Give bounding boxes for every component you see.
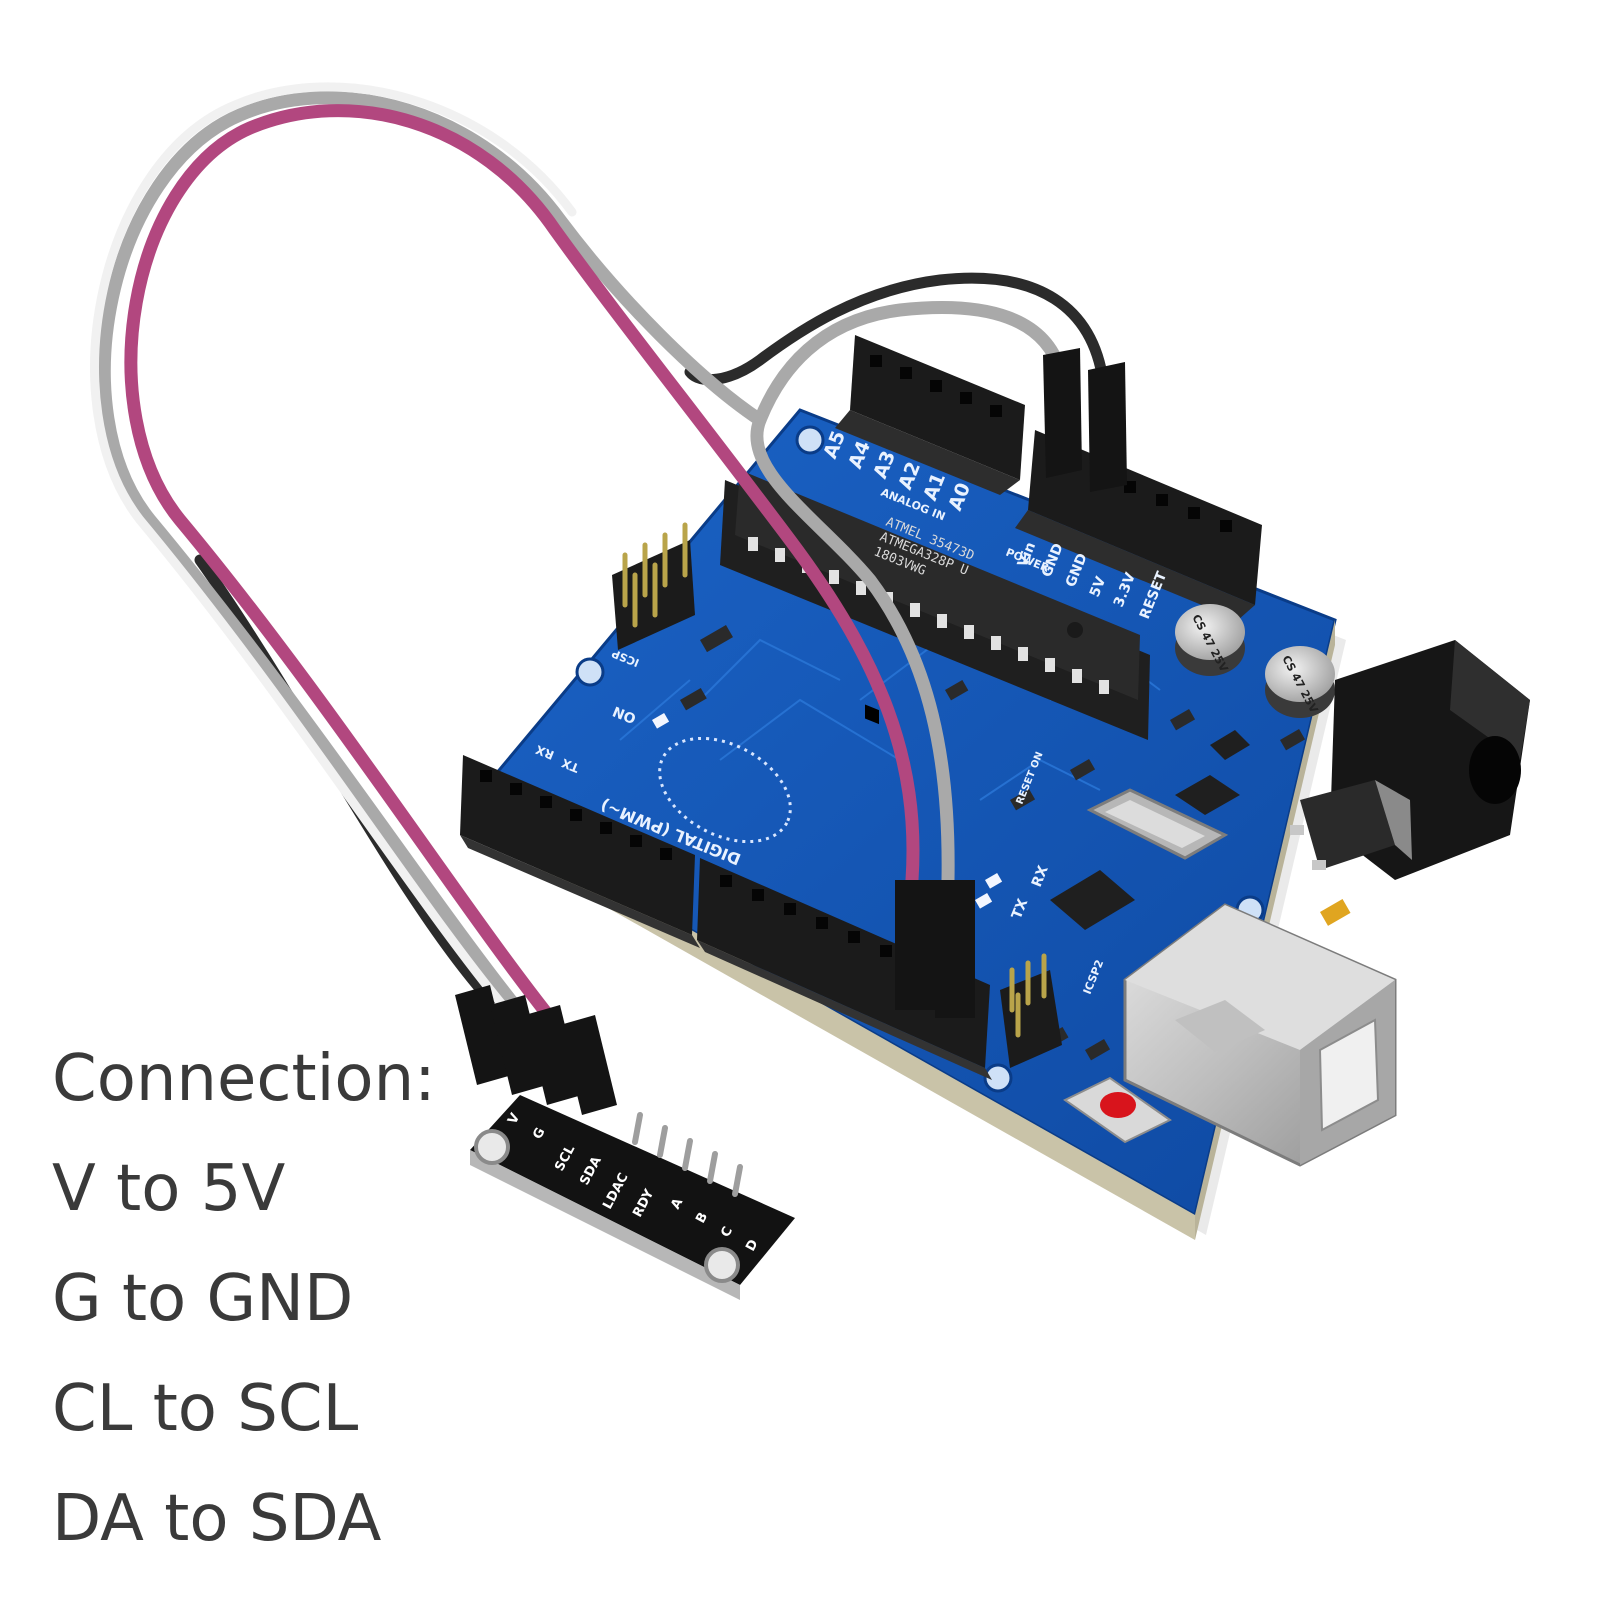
caption-line-3: CL to SCL [52, 1372, 359, 1446]
dupont-connectors-power [1043, 348, 1127, 492]
caption-title: Connection: [52, 1042, 436, 1116]
mount-hole [983, 1063, 1013, 1093]
usb-controller-chip [1050, 870, 1135, 930]
wire-gray-long [97, 91, 767, 1019]
rx-pin-label: RX [533, 742, 556, 762]
tx-led-label: TX [1009, 896, 1032, 921]
caption-line-4: DA to SDA [52, 1482, 382, 1556]
voltage-regulator [1290, 780, 1412, 870]
digital-header-left [460, 755, 700, 948]
analog-header [835, 335, 1025, 725]
dupont-connectors-digital [895, 880, 975, 1018]
on-led [652, 713, 670, 729]
digital-header-right [697, 858, 992, 1080]
crystal-oscillator [1086, 788, 1229, 860]
dupont-connectors-module [455, 985, 617, 1115]
power-header [1015, 430, 1262, 620]
connection-caption: Connection: V to 5V G to GND CL to SCL D… [52, 1024, 436, 1574]
silkscreen-oval [658, 736, 792, 844]
wire-white [90, 82, 577, 1013]
tx-pin-label: TX [559, 755, 581, 775]
wire-black [684, 272, 1111, 406]
smd-tantalum [1320, 899, 1351, 926]
header-holes [480, 355, 1232, 957]
rx-led-label: RX [1029, 863, 1052, 889]
capacitor: CS 47 25V [1265, 646, 1335, 718]
smd-chip [1175, 730, 1250, 815]
usb-b-connector [1123, 903, 1397, 1167]
jumper-wires [90, 82, 1111, 1037]
sensor-module: V G SCL SDA LDAC RDY A B C D [470, 1095, 795, 1300]
tx-led [975, 893, 993, 909]
icsp-header [612, 522, 695, 650]
rx-led [985, 873, 1003, 889]
wire-purple [124, 104, 920, 1037]
mount-hole [795, 425, 825, 455]
wire-gray [750, 301, 1067, 887]
atmega-chip: ATMEL 35473D ATMEGA328P U 1803VWG [720, 470, 1150, 740]
mount-hole [575, 657, 605, 687]
caption-line-2: G to GND [52, 1262, 354, 1336]
icsp2-header [1000, 953, 1062, 1068]
caption-line-1: V to 5V [52, 1152, 286, 1226]
pin-label-5v: 5V [1087, 574, 1110, 599]
reset-button [1063, 1076, 1172, 1144]
capacitor: CS 47 25V [1175, 604, 1245, 676]
